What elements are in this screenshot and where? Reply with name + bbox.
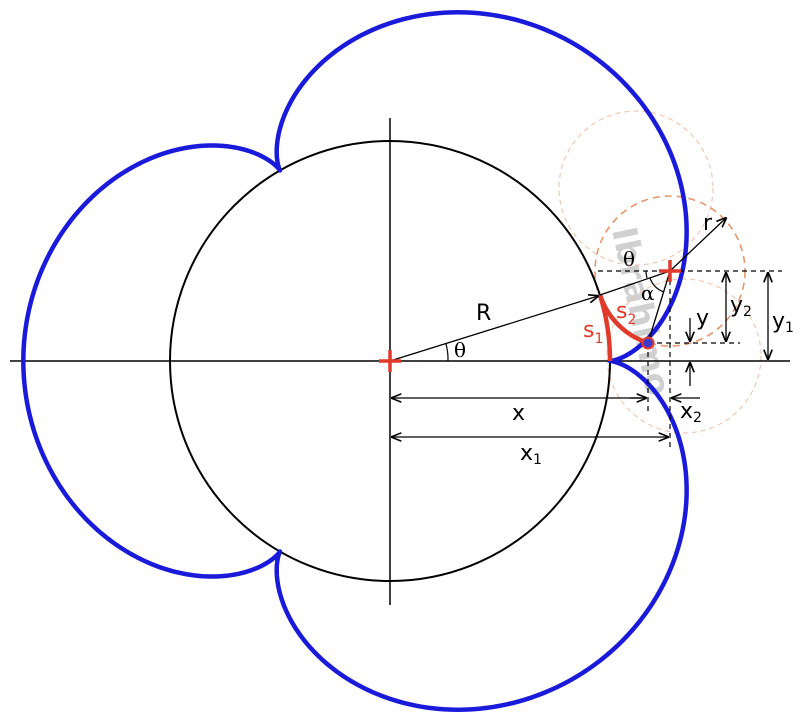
epicycloid-curve (21, 10, 689, 712)
arc-s2 (597, 294, 649, 346)
rolling-center-marker (659, 260, 681, 282)
label-x2: x2 (680, 399, 702, 426)
rolling-circle-ghost-upper (558, 110, 714, 266)
label-r: r (703, 211, 713, 236)
label-y2: y2 (730, 293, 752, 320)
theta-angle-arc (445, 343, 449, 362)
rolling-circle-ghost-lower (606, 278, 762, 434)
label-x: x (512, 401, 525, 426)
alpha-angle-arc (649, 277, 665, 293)
label-y1: y1 (772, 309, 794, 336)
label-s2: s2 (616, 299, 636, 328)
label-x1: x1 (520, 441, 542, 468)
label-y: y (696, 306, 709, 331)
radius-R-line (389, 296, 598, 362)
tracing-point (641, 336, 655, 350)
fixed-center-marker (379, 350, 401, 372)
label-theta: θ (454, 338, 466, 362)
radius-r-arrow (669, 218, 726, 272)
label-alpha: α (641, 281, 655, 305)
contact-to-center-line (599, 270, 671, 296)
center-to-point-line (647, 270, 671, 344)
label-R: R (476, 301, 491, 326)
label-theta-small: θ (623, 247, 635, 271)
label-s1: s1 (583, 318, 603, 347)
